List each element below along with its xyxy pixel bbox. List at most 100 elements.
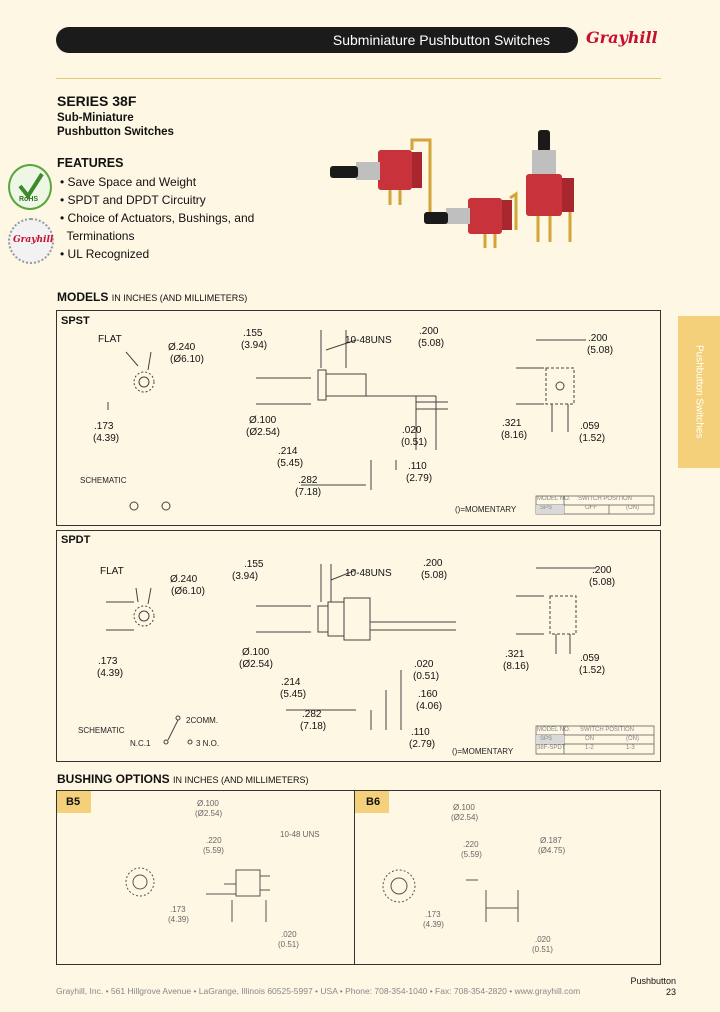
models-title: MODELS	[57, 290, 109, 304]
rohs-label: RoHS	[19, 196, 39, 203]
spst-d173-mm: (4.39)	[93, 433, 120, 444]
spdt-dia240: Ø.240	[170, 574, 198, 585]
spdt-d321-mm: (8.16)	[503, 661, 530, 672]
spdt-d173: .173	[98, 656, 118, 667]
bushing-divider	[354, 790, 355, 965]
feature-item: • Save Space and Weight	[60, 175, 197, 189]
spst-d321-mm: (8.16)	[501, 430, 528, 441]
spdt-d160: .160	[418, 689, 438, 700]
spdt-table-r2c: 1-3	[626, 745, 635, 751]
b5-d173: .173	[170, 905, 186, 914]
spdt-thread: 10-48UNS	[345, 568, 392, 579]
spdt-d059: .059	[580, 653, 600, 664]
spdt-table-r1: SPS	[540, 736, 553, 742]
bushing-panel	[56, 790, 661, 965]
spdt-d020-mm: (0.51)	[413, 671, 440, 682]
page-number: 23	[665, 987, 676, 997]
b6-tab	[355, 791, 389, 813]
spdt-d200a-mm: (5.08)	[421, 570, 448, 581]
spdt-dia100: Ø.100	[242, 647, 270, 658]
header-bar: Subminiature Pushbutton Switches	[56, 27, 578, 53]
spst-table-r1: SPS	[540, 505, 553, 511]
spdt-label: SPDT	[61, 534, 91, 546]
spst-label: SPST	[61, 315, 90, 327]
spst-flat: FLAT	[98, 334, 122, 345]
grayhill-logo: Grayhill	[586, 28, 658, 47]
spst-d282-mm: (7.18)	[295, 487, 322, 498]
spst-d020: .020	[402, 425, 422, 436]
spst-d155-mm: (3.94)	[241, 340, 268, 351]
spdt-d200b: .200	[592, 565, 612, 576]
spdt-d173-mm: (4.39)	[97, 668, 124, 679]
spdt-d321: .321	[505, 649, 525, 660]
b5-label: B5	[66, 796, 81, 808]
spst-momentary: ()=MOMENTARY	[455, 505, 517, 514]
b6-d220-mm: (5.59)	[461, 850, 482, 859]
spdt-d020: .020	[414, 659, 434, 670]
spdt-flat: FLAT	[100, 566, 124, 577]
spst-table-h2: SWITCH POSITION	[578, 496, 632, 502]
spdt-dia240-mm: (Ø6.10)	[171, 586, 205, 597]
b5-thread: 10-48 UNS	[280, 830, 320, 839]
spst-d155: .155	[243, 328, 263, 339]
check-icon	[8, 164, 52, 210]
grayhill-seal: Grayhill	[8, 218, 54, 264]
spdt-d214: .214	[281, 677, 301, 688]
spst-table-h1: MODEL NO.	[537, 496, 571, 502]
spdt-table-h1: MODEL NO.	[537, 727, 571, 733]
spdt-d160-mm: (4.06)	[416, 701, 443, 712]
spdt-d200a: .200	[423, 558, 443, 569]
feature-item: Terminations	[60, 229, 135, 243]
side-tab-label: Pushbutton Switches	[693, 345, 705, 439]
spdt-nc: N.C.1	[130, 739, 151, 748]
b6-dia187: Ø.187	[540, 836, 562, 845]
side-tab	[678, 316, 720, 468]
models-subtitle: IN INCHES (AND MILLIMETERS)	[111, 293, 248, 303]
spst-d110-mm: (2.79)	[406, 473, 433, 484]
spdt-table-r1b: ON	[585, 736, 594, 742]
spst-d020-mm: (0.51)	[401, 437, 428, 448]
spdt-d282-mm: (7.18)	[300, 721, 327, 732]
spst-dia240: Ø.240	[168, 342, 196, 353]
spdt-d110-mm: (2.79)	[409, 739, 436, 750]
series-subtitle-1: Sub-Miniature	[57, 112, 134, 124]
bushing-title: BUSHING OPTIONS	[57, 772, 170, 786]
spst-schematic: SCHEMATIC	[80, 476, 127, 485]
b6-d020: .020	[535, 935, 551, 944]
feature-item: • Choice of Actuators, Bushings, and	[60, 211, 255, 225]
b6-dia100: Ø.100	[453, 803, 475, 812]
spst-drawing	[56, 310, 661, 526]
spst-dia240-mm: (Ø6.10)	[170, 354, 204, 365]
bushing-drawing	[56, 790, 661, 965]
spdt-momentary: ()=MOMENTARY	[452, 747, 514, 756]
b6-dia187-mm: (Ø4.75)	[538, 846, 566, 855]
b6-dia100-mm: (Ø2.54)	[451, 813, 479, 822]
header-rule	[56, 78, 661, 79]
header-title: Subminiature Pushbutton Switches	[332, 32, 550, 48]
product-photo	[330, 130, 574, 260]
spst-panel	[56, 310, 661, 526]
spdt-table-r2b: 1-2	[585, 745, 594, 751]
rohs-badge: RoHS	[8, 164, 52, 210]
page-label: Pushbutton	[630, 976, 676, 986]
bushing-heading: BUSHING OPTIONS IN INCHES (AND MILLIMETE…	[57, 772, 309, 786]
spdt-d110: .110	[411, 727, 430, 738]
spdt-d155-mm: (3.94)	[232, 571, 259, 582]
spst-table-r2: OFF	[585, 505, 597, 511]
series-subtitle-2: Pushbutton Switches	[57, 126, 174, 138]
feature-item: • UL Recognized	[60, 247, 150, 261]
series-title: SERIES 38F	[57, 93, 137, 109]
spst-d110: .110	[408, 461, 427, 472]
b6-d173: .173	[425, 910, 441, 919]
models-heading: MODELS IN INCHES (AND MILLIMETERS)	[57, 290, 247, 304]
spdt-drawing	[56, 530, 661, 762]
spdt-schematic: SCHEMATIC	[78, 726, 125, 735]
spst-d059: .059	[580, 421, 600, 432]
spst-table-r3: (ON)	[626, 505, 639, 511]
b5-tab	[57, 791, 91, 813]
spdt-panel	[56, 530, 661, 762]
spst-d200b: .200	[588, 333, 608, 344]
spdt-d155: .155	[244, 559, 264, 570]
b5-dia100-mm: (Ø2.54)	[195, 809, 223, 818]
seal-text: Grayhill	[13, 235, 54, 245]
